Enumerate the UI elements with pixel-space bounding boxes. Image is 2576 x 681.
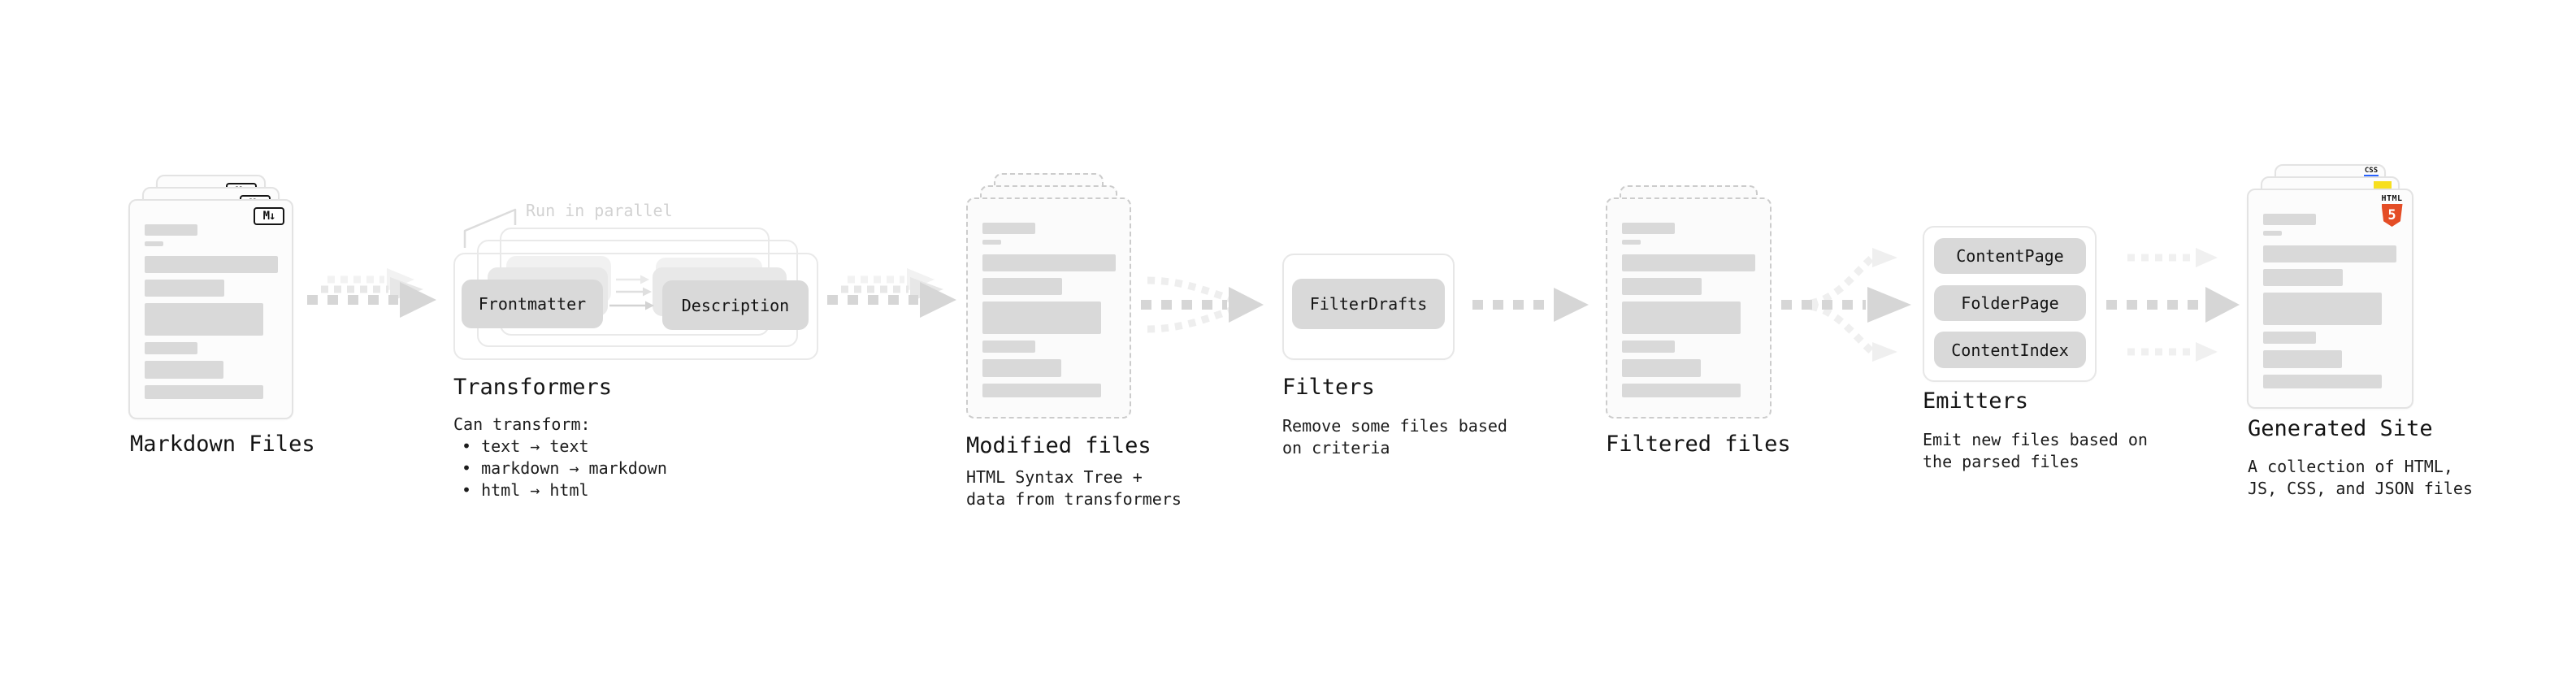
filterdrafts-pill: FilterDrafts	[1292, 279, 1445, 329]
arrow-transformers-to-modified	[827, 268, 956, 318]
doc-text-line	[145, 256, 278, 273]
caption-line: on criteria	[1282, 438, 1390, 458]
generated-site-caption: A collection of HTML, JS, CSS, and JSON …	[2248, 456, 2473, 500]
doc-text-line	[982, 340, 1035, 353]
modified-doc-front	[966, 197, 1131, 419]
doc-text-line	[145, 241, 163, 246]
modified-files-caption: HTML Syntax Tree + data from transformer…	[966, 466, 1182, 510]
stage-title-transformers: Transformers	[453, 375, 613, 400]
caption-line: the parsed files	[1923, 452, 2079, 471]
doc-text-line	[145, 303, 263, 336]
arrow-frontmatter-to-description	[609, 275, 654, 310]
arrow-emitters-to-generated	[2106, 248, 2240, 362]
generated-doc-front: HTML 5	[2247, 189, 2413, 409]
caption-line: Remove some files based	[1282, 416, 1507, 436]
doc-text-line	[1622, 359, 1701, 377]
doc-text-line	[982, 240, 1001, 245]
caption-line: A collection of HTML,	[2248, 457, 2453, 476]
contentindex-pill: ContentIndex	[1934, 332, 2086, 368]
caption-line: • markdown → markdown	[462, 458, 667, 478]
doc-text-line	[982, 223, 1035, 234]
html5-shield: 5	[2381, 204, 2403, 227]
doc-text-line	[2263, 269, 2343, 286]
note-callout-line	[463, 208, 517, 248]
doc-text-line	[982, 301, 1101, 334]
arrow-filtered-to-emitters	[1781, 248, 1911, 362]
html5-badge-label: HTML	[2381, 194, 2403, 203]
stage-title-filters: Filters	[1282, 375, 1375, 400]
stage-title-generated-site: Generated Site	[2248, 416, 2433, 441]
doc-text-line	[1622, 278, 1702, 295]
contentpage-pill: ContentPage	[1934, 238, 2086, 274]
emitters-caption: Emit new files based on the parsed files	[1923, 429, 2148, 473]
doc-text-line	[145, 280, 224, 297]
doc-text-line	[145, 224, 197, 236]
caption-line: • text → text	[462, 436, 589, 456]
doc-text-line	[2263, 375, 2382, 388]
doc-text-line	[982, 254, 1116, 271]
doc-text-line	[2263, 231, 2282, 236]
doc-text-line	[2263, 293, 2382, 325]
doc-text-line	[1622, 223, 1675, 234]
filters-caption: Remove some files based on criteria	[1282, 415, 1507, 459]
doc-text-line	[1622, 340, 1675, 353]
doc-text-line	[145, 385, 263, 399]
stage-title-markdown-files: Markdown Files	[130, 432, 315, 457]
arrow-filters-to-filtered	[1472, 288, 1589, 322]
stage-title-filtered-files: Filtered files	[1606, 432, 1791, 457]
arrow-modified-to-filters	[1141, 276, 1264, 333]
transformer-card-front	[453, 253, 818, 360]
doc-text-line	[2263, 332, 2316, 344]
doc-text-line	[1622, 240, 1641, 245]
caption-line: HTML Syntax Tree +	[966, 467, 1143, 487]
caption-line: Emit new files based on	[1923, 430, 2148, 449]
caption-line: Can transform:	[453, 414, 591, 434]
markdown-file-icon: M↓	[254, 207, 284, 225]
transformers-caption: Can transform: • text → text • markdown …	[453, 414, 667, 501]
folderpage-pill: FolderPage	[1934, 285, 2086, 321]
doc-text-line	[982, 359, 1061, 377]
doc-text-line	[1622, 384, 1741, 397]
caption-line: • html → html	[462, 480, 589, 500]
filtered-doc-front	[1606, 197, 1772, 419]
stage-title-modified-files: Modified files	[966, 433, 1151, 458]
doc-text-line	[2263, 214, 2316, 225]
markdown-badge-label: M↓	[262, 210, 276, 223]
doc-text-line	[982, 384, 1101, 397]
markdown-doc-front: M↓	[128, 199, 293, 419]
run-in-parallel-note: Run in parallel	[526, 201, 673, 220]
doc-text-line	[1622, 254, 1755, 271]
doc-text-line	[145, 342, 197, 354]
doc-text-line	[982, 278, 1062, 295]
doc-text-line	[1622, 301, 1741, 334]
caption-line: data from transformers	[966, 489, 1182, 509]
html5-file-icon: HTML 5	[2381, 195, 2403, 227]
arrow-markdown-to-transformers	[307, 268, 436, 318]
doc-text-line	[2263, 350, 2342, 368]
description-pill: Description	[662, 280, 809, 330]
frontmatter-pill: Frontmatter	[462, 280, 603, 328]
caption-line: JS, CSS, and JSON files	[2248, 479, 2473, 498]
doc-text-line	[145, 361, 223, 379]
doc-text-line	[2263, 245, 2396, 262]
css-badge-label: CSS	[2364, 167, 2379, 175]
stage-title-emitters: Emitters	[1923, 388, 2029, 414]
